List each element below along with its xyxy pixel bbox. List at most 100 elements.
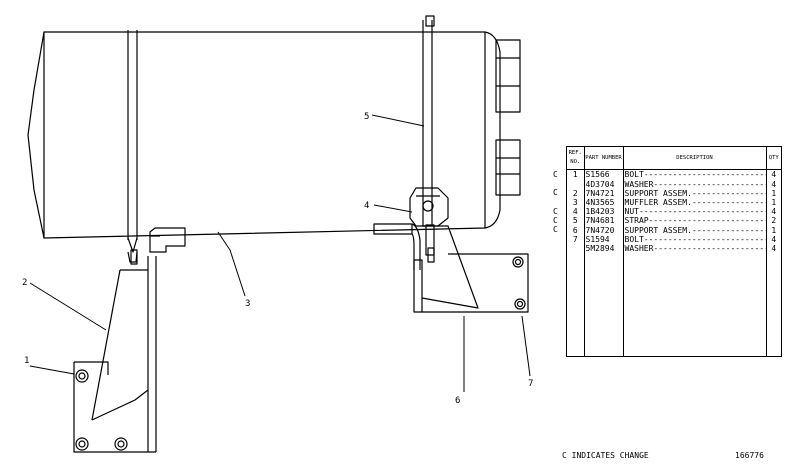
change-marker — [553, 244, 565, 253]
cell-desc-text: BOLT — [624, 234, 644, 244]
table-row: 4D3704WASHER----------------------------… — [567, 179, 781, 189]
change-marker: C — [553, 188, 558, 198]
leader-dots: -------------------------------- — [643, 234, 765, 244]
cell-desc: SUPPORT ASSEM.--------------------------… — [623, 225, 767, 235]
left-strap — [127, 30, 138, 265]
change-marker: C — [553, 206, 558, 216]
cell-ref: 4 — [567, 207, 585, 217]
cell-desc-text: SUPPORT ASSEM. — [624, 188, 692, 198]
cell-qty: 1 — [771, 188, 777, 198]
filler-cell — [567, 253, 585, 358]
change-marker — [553, 198, 565, 207]
right-support-bracket — [373, 223, 529, 313]
header-qty: QTY — [766, 147, 781, 171]
table-row: 57N4681STRAP----------------------------… — [567, 216, 781, 226]
cell-desc-text: NUT — [624, 207, 639, 217]
change-marker: C — [553, 215, 558, 225]
leader-dots: -------------------------------- — [643, 170, 765, 180]
cell-ref: 6 — [567, 225, 585, 235]
table-header-row: REF. NO. PART NUMBER DESCRIPTION QTY — [567, 147, 781, 171]
muffler-body — [27, 31, 521, 239]
table-row: 41B4203NUT------------------------------… — [567, 207, 781, 217]
right-strap — [422, 15, 435, 263]
header-part-number: PART NUMBER — [584, 147, 624, 171]
cell-desc-text: WASHER — [624, 244, 654, 254]
cell-ref — [567, 179, 585, 189]
table-row: 5M2894WASHER----------------------------… — [567, 244, 781, 254]
cell-desc: SUPPORT ASSEM.--------------------------… — [623, 188, 767, 199]
cell-qty: 4 — [771, 234, 777, 244]
cell-part: 4N3565 — [584, 198, 624, 208]
cell-desc-text: STRAP — [624, 216, 649, 226]
callout-7: 7 — [528, 379, 533, 389]
muffler-assembly-drawing: 1 2 3 4 5 6 7 — [22, 15, 533, 453]
strap-nut — [409, 187, 449, 227]
cell-part: S1594 — [584, 234, 624, 245]
cell-qty: 1 — [771, 225, 777, 235]
callout-5: 5 — [364, 112, 369, 122]
table-filler-row — [567, 253, 781, 358]
cell-part: 1B4203 — [584, 207, 624, 217]
callout-6: 6 — [455, 396, 460, 406]
table-row: 1S1566BOLT------------------------------… — [567, 169, 781, 180]
callout-2: 2 — [22, 278, 27, 288]
header-description: DESCRIPTION — [623, 147, 767, 171]
callout-leaders — [29, 114, 531, 392]
cell-ref: 7 — [567, 234, 585, 245]
cell-desc: WASHER-------------------------------- — [623, 244, 767, 254]
change-marker — [553, 179, 565, 188]
cell-qty: 4 — [771, 244, 777, 254]
cell-part: S1566 — [584, 169, 624, 180]
change-marker: C — [553, 225, 558, 235]
cell-desc: MUFFLER ASSEM.--------------------------… — [623, 198, 767, 208]
cell-part: 7N4721 — [584, 188, 624, 199]
leader-dots: -------------------------------- — [648, 216, 765, 226]
cell-ref: 3 — [567, 198, 585, 208]
cell-desc: BOLT-------------------------------- — [623, 169, 767, 180]
cell-desc: WASHER-------------------------------- — [623, 179, 767, 189]
cell-desc-text: SUPPORT ASSEM. — [624, 225, 692, 235]
drawing-number: 166776 — [735, 451, 764, 460]
cell-part: 5M2894 — [584, 244, 624, 254]
cell-ref: 5 — [567, 216, 585, 226]
cell-desc: BOLT-------------------------------- — [623, 234, 767, 245]
change-marker — [553, 234, 565, 243]
cell-part: 7N4720 — [584, 225, 624, 235]
left-support-bracket — [73, 227, 186, 453]
callout-1: 1 — [24, 356, 29, 366]
leader-dots: -------------------------------- — [691, 188, 766, 198]
cell-desc-text: MUFFLER ASSEM. — [624, 198, 692, 208]
cell-desc-text: BOLT — [624, 170, 644, 180]
callout-3: 3 — [245, 299, 250, 309]
leader-dots: -------------------------------- — [653, 179, 766, 189]
cell-qty: 2 — [771, 216, 777, 226]
callout-4: 4 — [364, 201, 369, 211]
cell-desc: NUT-------------------------------- — [623, 207, 767, 217]
cell-desc-text: WASHER — [624, 179, 654, 189]
header-ref-no: REF. NO. — [567, 147, 585, 171]
change-note: C INDICATES CHANGE — [562, 451, 649, 460]
cell-part: 4D3704 — [584, 179, 624, 189]
parts-list-body: 1S1566BOLT------------------------------… — [567, 169, 781, 358]
cell-ref — [567, 244, 585, 254]
cell-desc: STRAP-------------------------------- — [623, 216, 767, 226]
leader-dots: -------------------------------- — [691, 225, 766, 235]
cell-qty: 4 — [771, 207, 777, 217]
cell-qty: 4 — [771, 179, 777, 189]
cell-qty: 1 — [771, 198, 777, 208]
leader-dots: -------------------------------- — [653, 244, 766, 254]
leader-dots: -------------------------------- — [691, 198, 766, 208]
cell-part: 7N4681 — [584, 216, 624, 226]
table-row: 7S1594BOLT------------------------------… — [567, 234, 781, 245]
filler-cell — [766, 253, 781, 357]
change-marker: C — [553, 170, 558, 179]
filler-cell — [623, 253, 767, 358]
cell-qty: 4 — [771, 170, 777, 180]
cell-ref: 1 — [567, 169, 585, 180]
